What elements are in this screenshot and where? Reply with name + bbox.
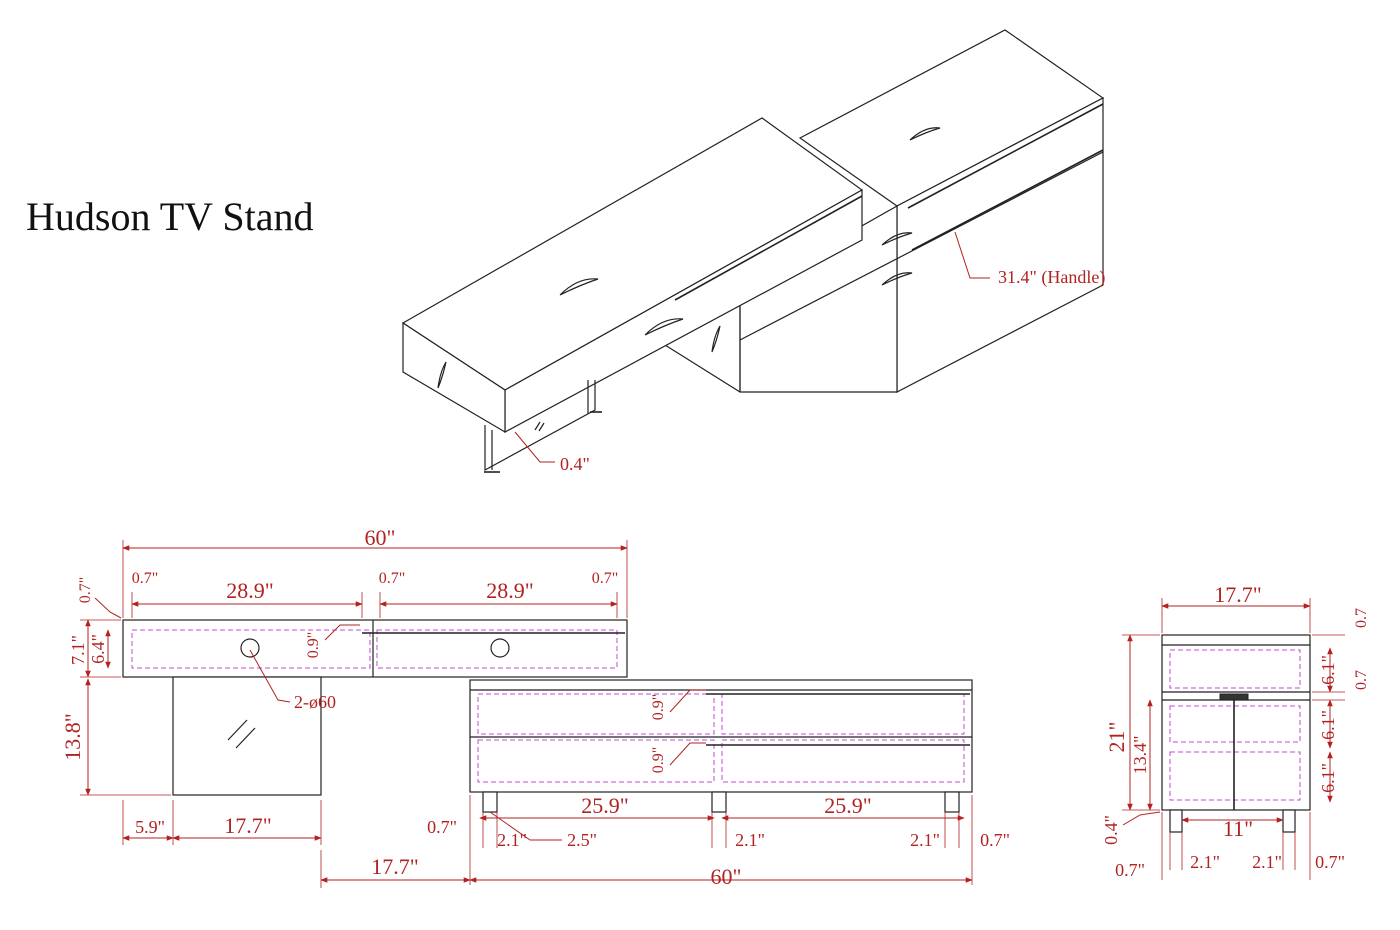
lower-cabinet-view: 0.9" 0.9" 25.9" 25.9" 0.7" 2.1" 2.5" 2.1… bbox=[320, 679, 1010, 889]
front-holes: 2-ø60 bbox=[294, 692, 336, 712]
front-edge-right: 0.7" bbox=[592, 570, 619, 587]
side-leg: 0.4" bbox=[1101, 815, 1121, 845]
lower-foot-mid: 2.1" bbox=[735, 830, 765, 850]
side-edge-right: 0.7" bbox=[1315, 852, 1345, 872]
front-leg-height: 13.8" bbox=[60, 713, 85, 760]
front-edge-mid: 0.7" bbox=[379, 570, 406, 587]
front-view: 60" 28.9" 28.9" 0.7" 0.7" 0.7" 7.1" 6.4"… bbox=[60, 525, 628, 845]
lower-foot-offset: 2.5" bbox=[567, 830, 597, 850]
lower-drawer-right: 25.9" bbox=[824, 793, 871, 818]
side-body-height: 13.4" bbox=[1130, 736, 1150, 775]
lower-edge-right: 0.7" bbox=[980, 830, 1010, 850]
lower-foot-left: 2.1" bbox=[497, 830, 527, 850]
front-gap: 0.9" bbox=[305, 632, 322, 659]
front-drawer-height: 6.4" bbox=[88, 634, 108, 664]
side-edge-mid: 0.7 bbox=[1353, 670, 1370, 690]
side-edge-top: 0.7 bbox=[1353, 608, 1370, 628]
side-foot-spacing: 11" bbox=[1223, 816, 1253, 841]
glass-thickness-label: 0.4" bbox=[560, 454, 590, 474]
front-top-edge: 0.7" bbox=[77, 577, 94, 604]
lower-drawer-left: 25.9" bbox=[581, 793, 628, 818]
side-drawer-3: 6.1" bbox=[1318, 763, 1338, 793]
side-view: 17.7" 21" 13.4" 6.1" 6.1" 6.1" 0.7 0.7 0… bbox=[1101, 582, 1370, 880]
side-foot-right: 2.1" bbox=[1252, 852, 1282, 872]
front-edge-left: 0.7" bbox=[132, 570, 159, 587]
isometric-view: 31.4" (Handle) 0.4" bbox=[401, 29, 1105, 474]
front-offset: 5.9" bbox=[135, 817, 165, 837]
front-drawer-left: 28.9" bbox=[226, 578, 273, 603]
side-foot-left: 2.1" bbox=[1190, 852, 1220, 872]
side-drawer-2: 6.1" bbox=[1318, 710, 1338, 740]
lower-gap-bottom: 0.9" bbox=[650, 747, 667, 774]
page-title: Hudson TV Stand bbox=[26, 194, 313, 239]
lower-foot-right: 2.1" bbox=[910, 830, 940, 850]
front-drawer-right: 28.9" bbox=[486, 578, 533, 603]
side-total-height: 21" bbox=[1104, 722, 1129, 753]
lower-edge-left: 0.7" bbox=[427, 817, 457, 837]
lower-shift: 17.7" bbox=[371, 854, 418, 879]
front-width-60: 60" bbox=[365, 525, 396, 550]
side-drawer-1: 6.1" bbox=[1318, 655, 1338, 685]
iso-upper-cabinet bbox=[401, 117, 864, 473]
front-glass-width: 17.7" bbox=[224, 813, 271, 838]
iso-lower-cabinet bbox=[664, 29, 1105, 393]
handle-label: 31.4" (Handle) bbox=[998, 267, 1105, 288]
lower-width-60: 60" bbox=[711, 864, 742, 889]
lower-gap-top: 0.9" bbox=[650, 694, 667, 721]
side-edge-left: 0.7" bbox=[1115, 860, 1145, 880]
side-depth: 17.7" bbox=[1214, 582, 1261, 607]
front-top-height: 7.1" bbox=[68, 635, 88, 665]
